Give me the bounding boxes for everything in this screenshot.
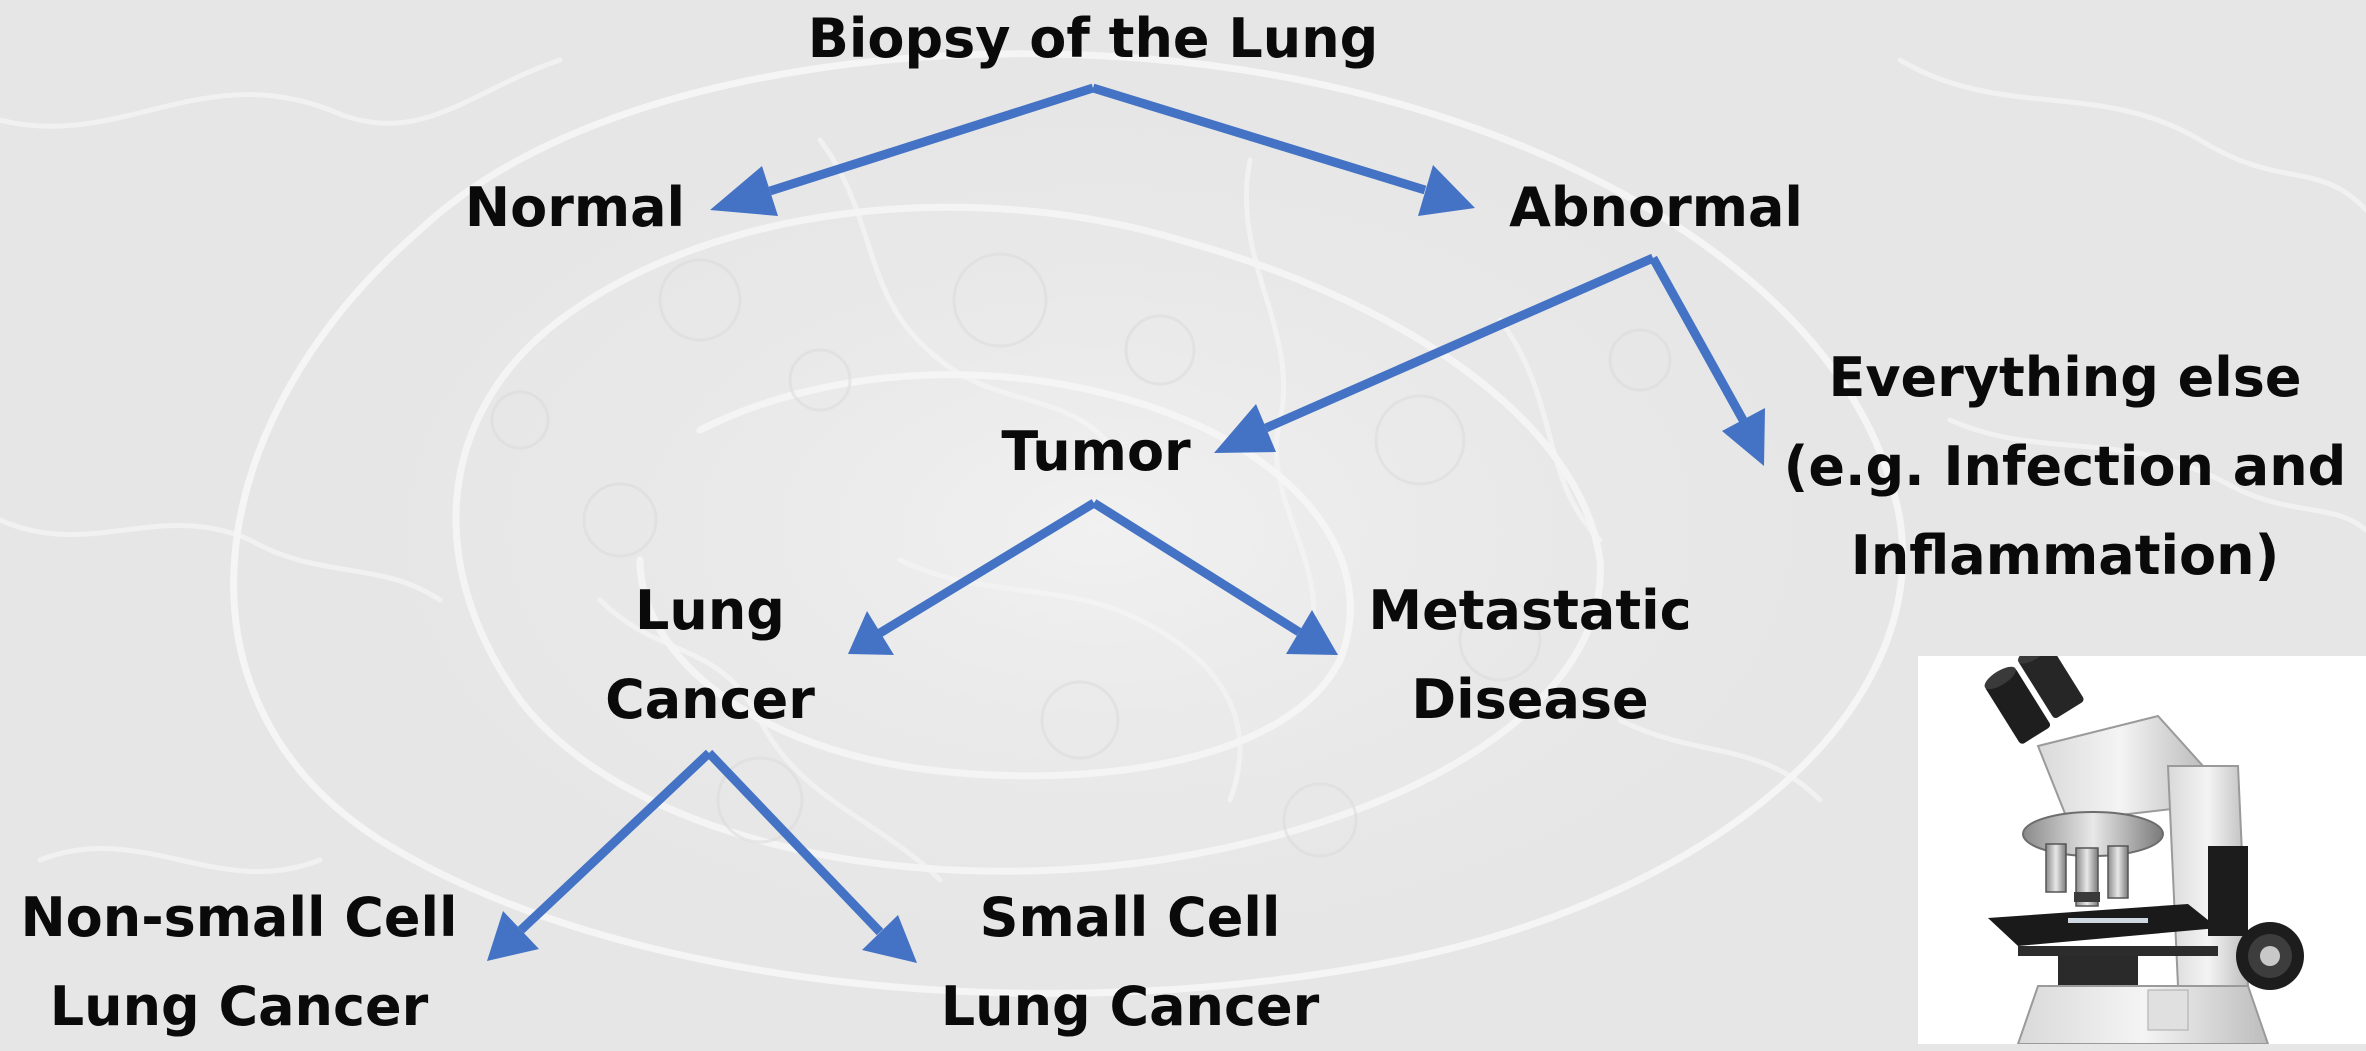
node-abnormal: Abnormal — [1456, 163, 1856, 252]
node-biopsy-of-the-lung: Biopsy of the Lung — [793, 0, 1393, 78]
node-lung-cancer-line-2: Cancer — [560, 655, 860, 744]
node-metastatic-line-2: Disease — [1330, 655, 1730, 744]
node-everything-line-3: Inflammation) — [1770, 511, 2360, 600]
edge-biopsy-normal — [770, 88, 1093, 191]
node-tumor-line-1: Tumor — [946, 407, 1246, 496]
node-abnormal-line-1: Abnormal — [1456, 163, 1856, 252]
edge-tumor-lungcancer — [880, 503, 1094, 633]
node-lung-cancer: Lung Cancer — [560, 566, 860, 744]
node-everything-line-1: Everything else — [1770, 333, 2360, 422]
node-everything-else: Everything else (e.g. Infection and Infl… — [1770, 333, 2360, 600]
node-lung-cancer-line-1: Lung — [560, 566, 860, 655]
microscope-image — [1918, 656, 2366, 1044]
node-biopsy-line-1: Biopsy of the Lung — [793, 0, 1393, 78]
edge-abnormal-tumor — [1266, 258, 1653, 428]
node-non-small-cell-lung-cancer: Non-small Cell Lung Cancer — [0, 873, 478, 1051]
node-metastatic-line-1: Metastatic — [1330, 566, 1730, 655]
edge-lungcancer-nsclc — [521, 753, 709, 930]
node-small-cell-lung-cancer: Small Cell Lung Cancer — [905, 873, 1355, 1051]
edge-lungcancer-sclc — [709, 753, 880, 932]
edge-biopsy-abnormal — [1093, 88, 1425, 190]
edge-abnormal-everything — [1653, 258, 1743, 420]
node-tumor: Tumor — [946, 407, 1246, 496]
node-nsclc-line-2: Lung Cancer — [0, 962, 478, 1051]
node-nsclc-line-1: Non-small Cell — [0, 873, 478, 962]
node-sclc-line-2: Lung Cancer — [905, 962, 1355, 1051]
microscope-icon — [1918, 656, 2366, 1044]
node-normal-line-1: Normal — [415, 163, 735, 252]
node-sclc-line-1: Small Cell — [905, 873, 1355, 962]
edge-tumor-metastatic — [1094, 503, 1299, 632]
node-normal: Normal — [415, 163, 735, 252]
node-metastatic-disease: Metastatic Disease — [1330, 566, 1730, 744]
node-everything-line-2: (e.g. Infection and — [1770, 422, 2360, 511]
